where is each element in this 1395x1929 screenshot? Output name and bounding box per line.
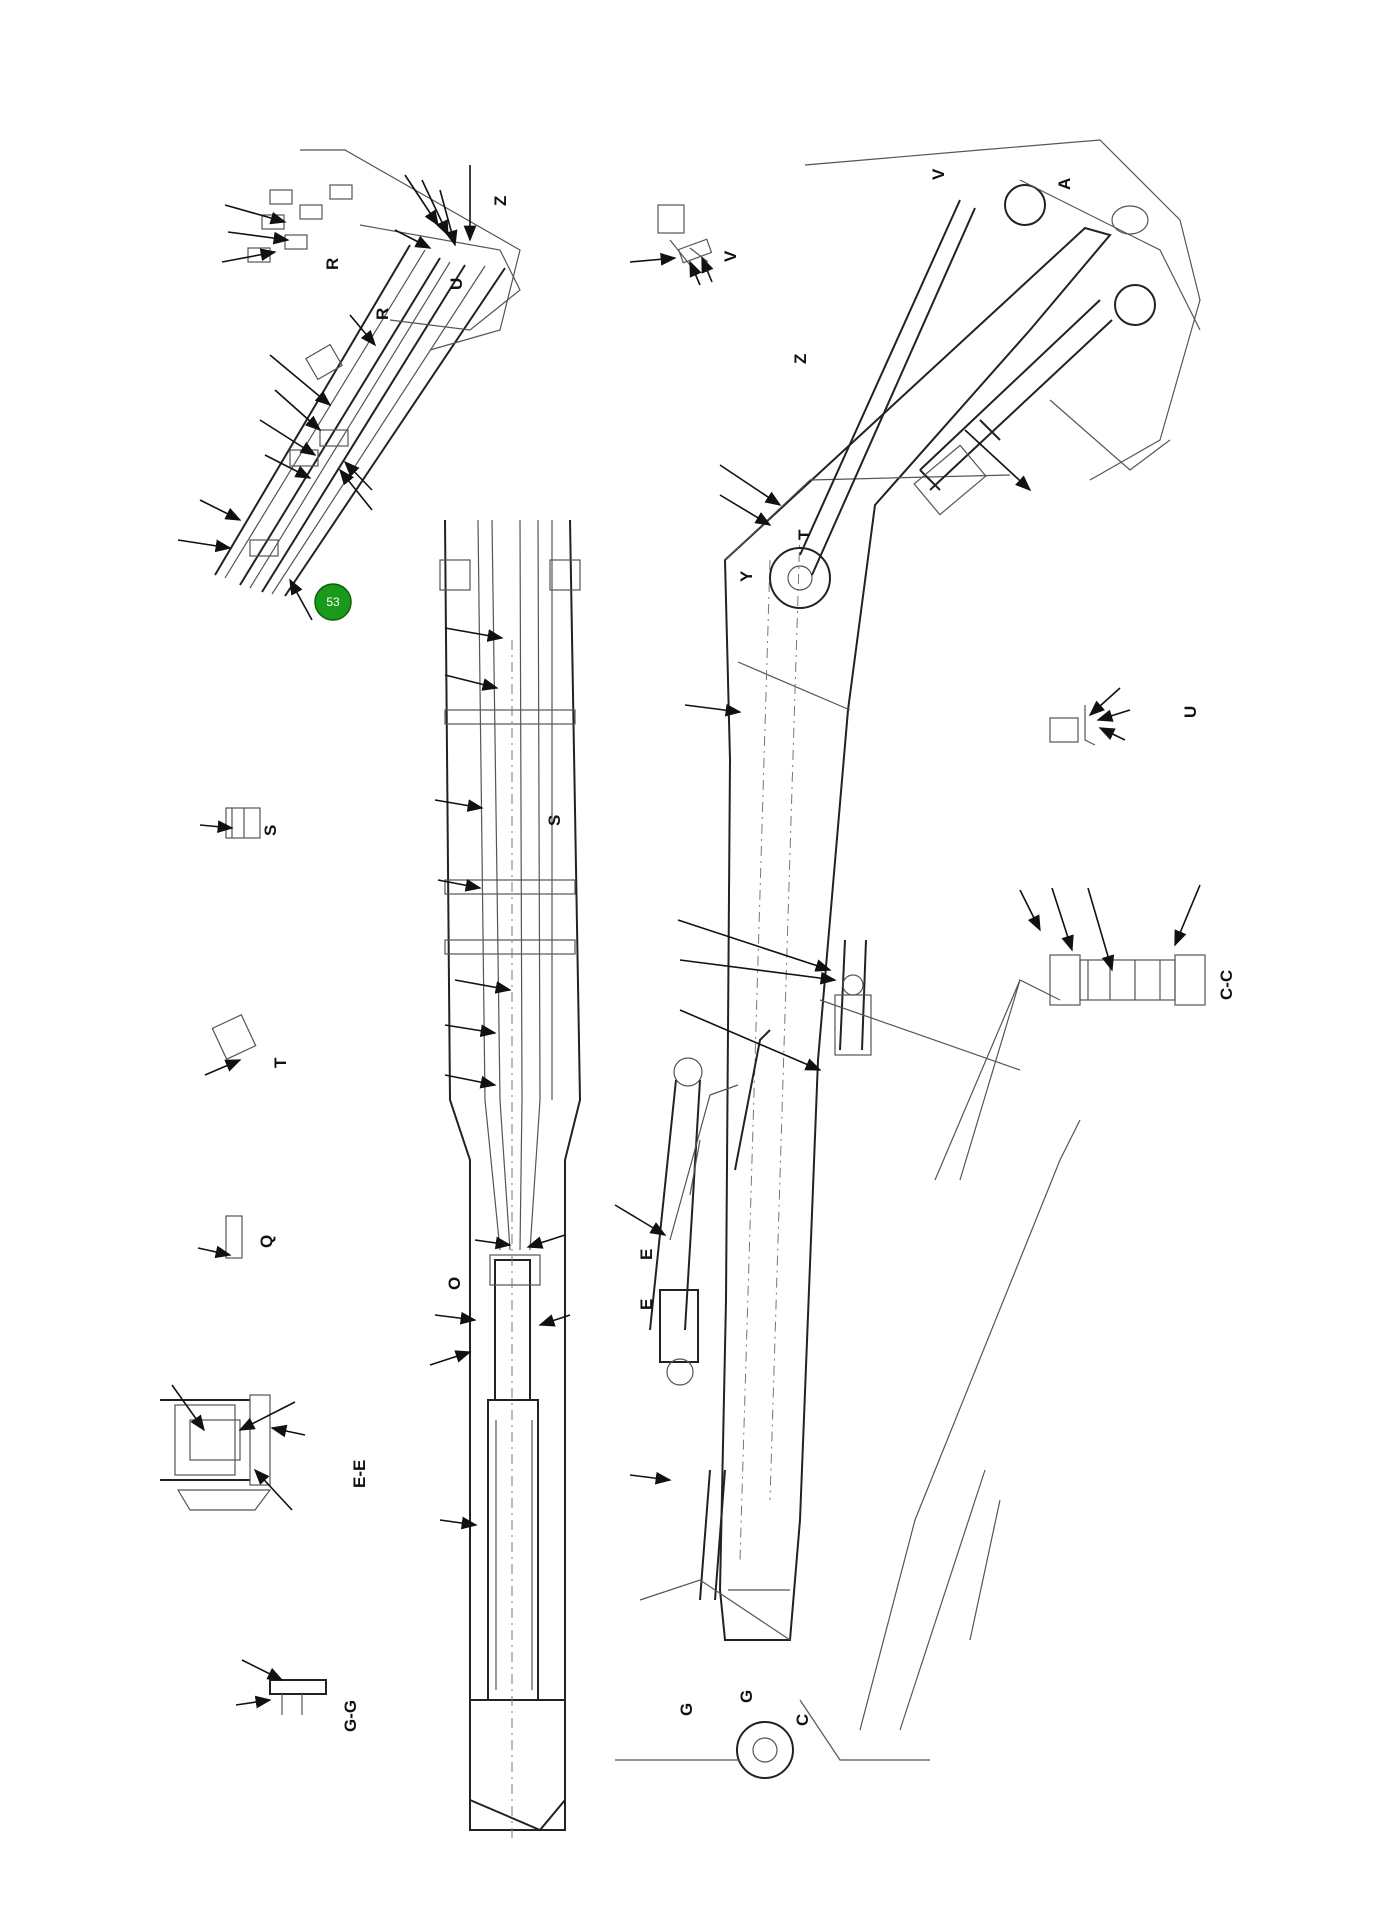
label-z-top: Z <box>491 196 510 206</box>
label-g-mark-2: G <box>737 1690 756 1703</box>
label-u-view: U <box>1181 706 1200 718</box>
label-gg-view: G-G <box>341 1700 360 1732</box>
boom-side-view: V A Z T Y E E G G C <box>614 139 1201 1779</box>
detail-t-view: T <box>204 1014 290 1076</box>
label-ee-view: E-E <box>350 1460 369 1488</box>
callout-number: 53 <box>326 595 340 609</box>
label-z-mark: Z <box>791 354 810 364</box>
label-t-view: T <box>271 1057 290 1068</box>
detail-u-view: U <box>1049 687 1200 746</box>
detail-ee-view: E-E <box>160 1384 369 1511</box>
label-o-mark: O <box>445 1277 464 1290</box>
label-s-view: S <box>261 825 280 836</box>
label-e-mark-2: E <box>637 1299 656 1310</box>
label-t-mark: T <box>795 529 814 540</box>
label-q-view: Q <box>257 1235 276 1248</box>
callout-53-hotspot[interactable]: 53 <box>314 583 352 621</box>
detail-q-view: Q <box>197 1215 276 1259</box>
detail-cc-view: C-C <box>1019 884 1236 1006</box>
label-a-mark: A <box>1055 178 1074 190</box>
detail-v-view: V <box>629 204 740 286</box>
detail-s-view: S <box>199 807 280 839</box>
label-r-view: R <box>323 258 342 270</box>
label-cc-view: C-C <box>1217 970 1236 1000</box>
label-v-mark: V <box>929 168 948 180</box>
label-v-view: V <box>721 250 740 262</box>
label-r-mark: R <box>373 308 392 320</box>
detail-gg-view: G-G <box>235 1659 360 1732</box>
boom-plan-view: S O <box>429 519 582 1840</box>
label-y-mark: Y <box>737 570 756 582</box>
hotspot-badge-icon <box>314 583 352 621</box>
label-s-mark: S <box>545 815 564 826</box>
detail-z-view: Z R R U <box>177 149 521 621</box>
label-c-mark: C <box>793 1714 812 1726</box>
coupling-group <box>247 184 353 263</box>
label-e-mark-1: E <box>637 1249 656 1260</box>
label-u-mark: U <box>447 278 466 290</box>
label-g-mark-1: G <box>677 1703 696 1716</box>
